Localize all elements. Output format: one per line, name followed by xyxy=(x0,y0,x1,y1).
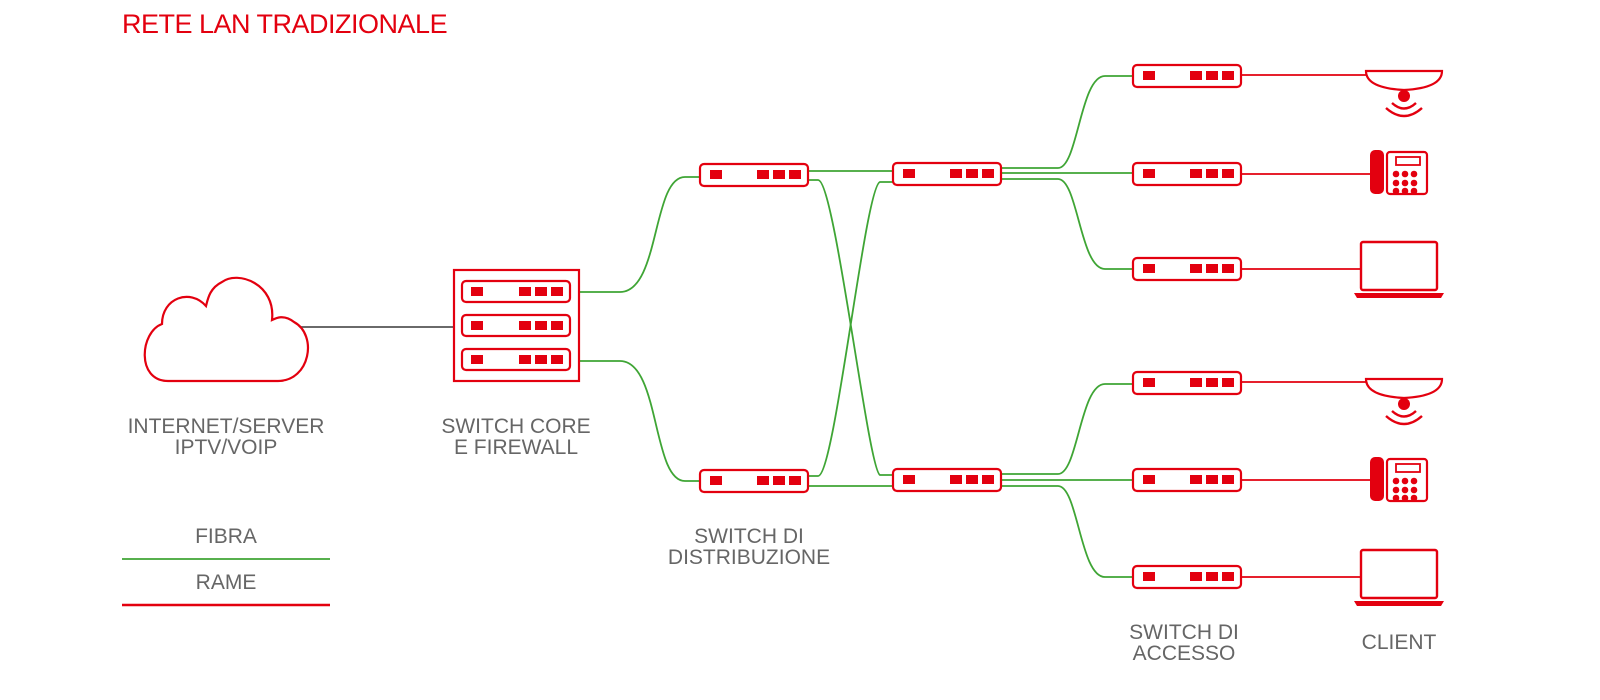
cloud-icon xyxy=(143,276,309,383)
aggregation-switch-top-icon xyxy=(891,161,1003,187)
access-label-line2: ACCESSO xyxy=(1133,642,1236,665)
fiber-agg-access-3 xyxy=(1000,178,1134,270)
internet-label-line2: IPTV/VOIP xyxy=(175,436,278,459)
legend-fiber-label: FIBRA xyxy=(195,525,257,548)
fiber-agg-access-4 xyxy=(1000,383,1134,475)
internet-label-line1: INTERNET/SERVER xyxy=(128,415,325,438)
wifi-access-point-icon xyxy=(1364,69,1444,118)
access-switch-6-icon xyxy=(1131,564,1243,590)
legend: FIBRA RAME xyxy=(122,525,330,607)
access-label-line1: SWITCH DI xyxy=(1129,621,1239,644)
fiber-core-dist-top xyxy=(580,176,700,293)
access-switch-5-icon xyxy=(1131,467,1243,493)
distribution-switch-top-icon xyxy=(698,162,810,188)
fiber-agg-access-1 xyxy=(1000,75,1134,169)
core-label-line1: SWITCH CORE xyxy=(441,415,590,438)
client-label: CLIENT xyxy=(1362,631,1437,654)
access-switch-4-icon xyxy=(1131,370,1243,396)
laptop-icon xyxy=(1352,548,1446,608)
wifi-access-point-icon xyxy=(1364,377,1444,426)
access-switch-2-icon xyxy=(1131,161,1243,187)
fiber-agg-access-6 xyxy=(1000,485,1134,578)
distribution-label-line1: SWITCH DI xyxy=(694,525,804,548)
distribution-label-line2: DISTRIBUZIONE xyxy=(668,546,830,569)
laptop-icon xyxy=(1352,240,1446,300)
core-label-line2: E FIREWALL xyxy=(454,436,578,459)
distribution-switch-bottom-icon xyxy=(698,468,810,494)
fiber-core-dist-bottom xyxy=(580,360,700,482)
desk-phone-icon xyxy=(1368,148,1429,196)
desk-phone-icon xyxy=(1368,455,1429,503)
diagram-title: RETE LAN TRADIZIONALE xyxy=(122,9,447,39)
aggregation-switch-bottom-icon xyxy=(891,467,1003,493)
legend-copper-label: RAME xyxy=(196,571,257,594)
access-switch-3-icon xyxy=(1131,256,1243,282)
access-switch-1-icon xyxy=(1131,63,1243,89)
fiber-cross-bottom-top xyxy=(808,181,894,477)
server-rack-icon xyxy=(452,268,581,383)
